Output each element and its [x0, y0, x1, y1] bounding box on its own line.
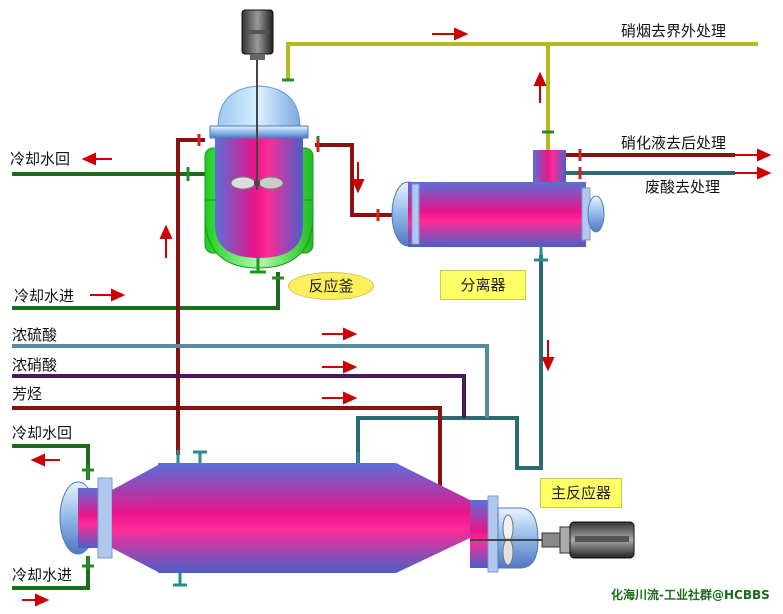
- nitric-acid-pipe: [12, 374, 466, 418]
- label-conc-sulfuric: 浓硫酸: [12, 326, 58, 344]
- label-cool-return-bottom: 冷却水回: [12, 424, 73, 442]
- flow-arrows: [22, 27, 772, 607]
- tag-separator: 分离器: [440, 270, 526, 300]
- pipe-valves: [197, 134, 582, 221]
- label-aromatic: 芳烃: [12, 385, 43, 403]
- separator-return-pipe: [356, 255, 543, 540]
- reactor-vessel: [186, 58, 320, 274]
- label-nitration-liquid: 硝化液去后处理: [621, 134, 727, 152]
- tag-reactor: 反应釜: [288, 272, 374, 300]
- sulfuric-acid-pipe: [12, 344, 489, 418]
- watermark-credit: 化海川流-工业社群@HCBBS: [611, 588, 770, 602]
- label-cool-return-top: 冷却水回: [10, 150, 71, 168]
- tag-main-reactor: 主反应器: [540, 478, 622, 508]
- reactor-agitator-motor: [241, 9, 274, 60]
- cool-in-top-pipe: [12, 272, 280, 310]
- label-nitro-fume: 硝烟去界外处理: [621, 22, 727, 40]
- cool-return-bottom-pipe: [12, 444, 90, 480]
- main-reactor-vessel: [59, 450, 545, 587]
- nitro-fume-pipe: [286, 42, 758, 80]
- label-cool-in-top: 冷却水进: [14, 287, 75, 305]
- label-conc-nitric: 浓硝酸: [12, 356, 58, 374]
- recycle-red-pipe: [176, 138, 205, 455]
- label-cool-in-bottom: 冷却水进: [12, 566, 73, 584]
- separator-vessel: [391, 150, 605, 262]
- main-reactor-motor: [541, 521, 635, 559]
- label-waste-acid: 废酸去处理: [645, 178, 721, 196]
- pipe-cooling-valves: [82, 78, 554, 568]
